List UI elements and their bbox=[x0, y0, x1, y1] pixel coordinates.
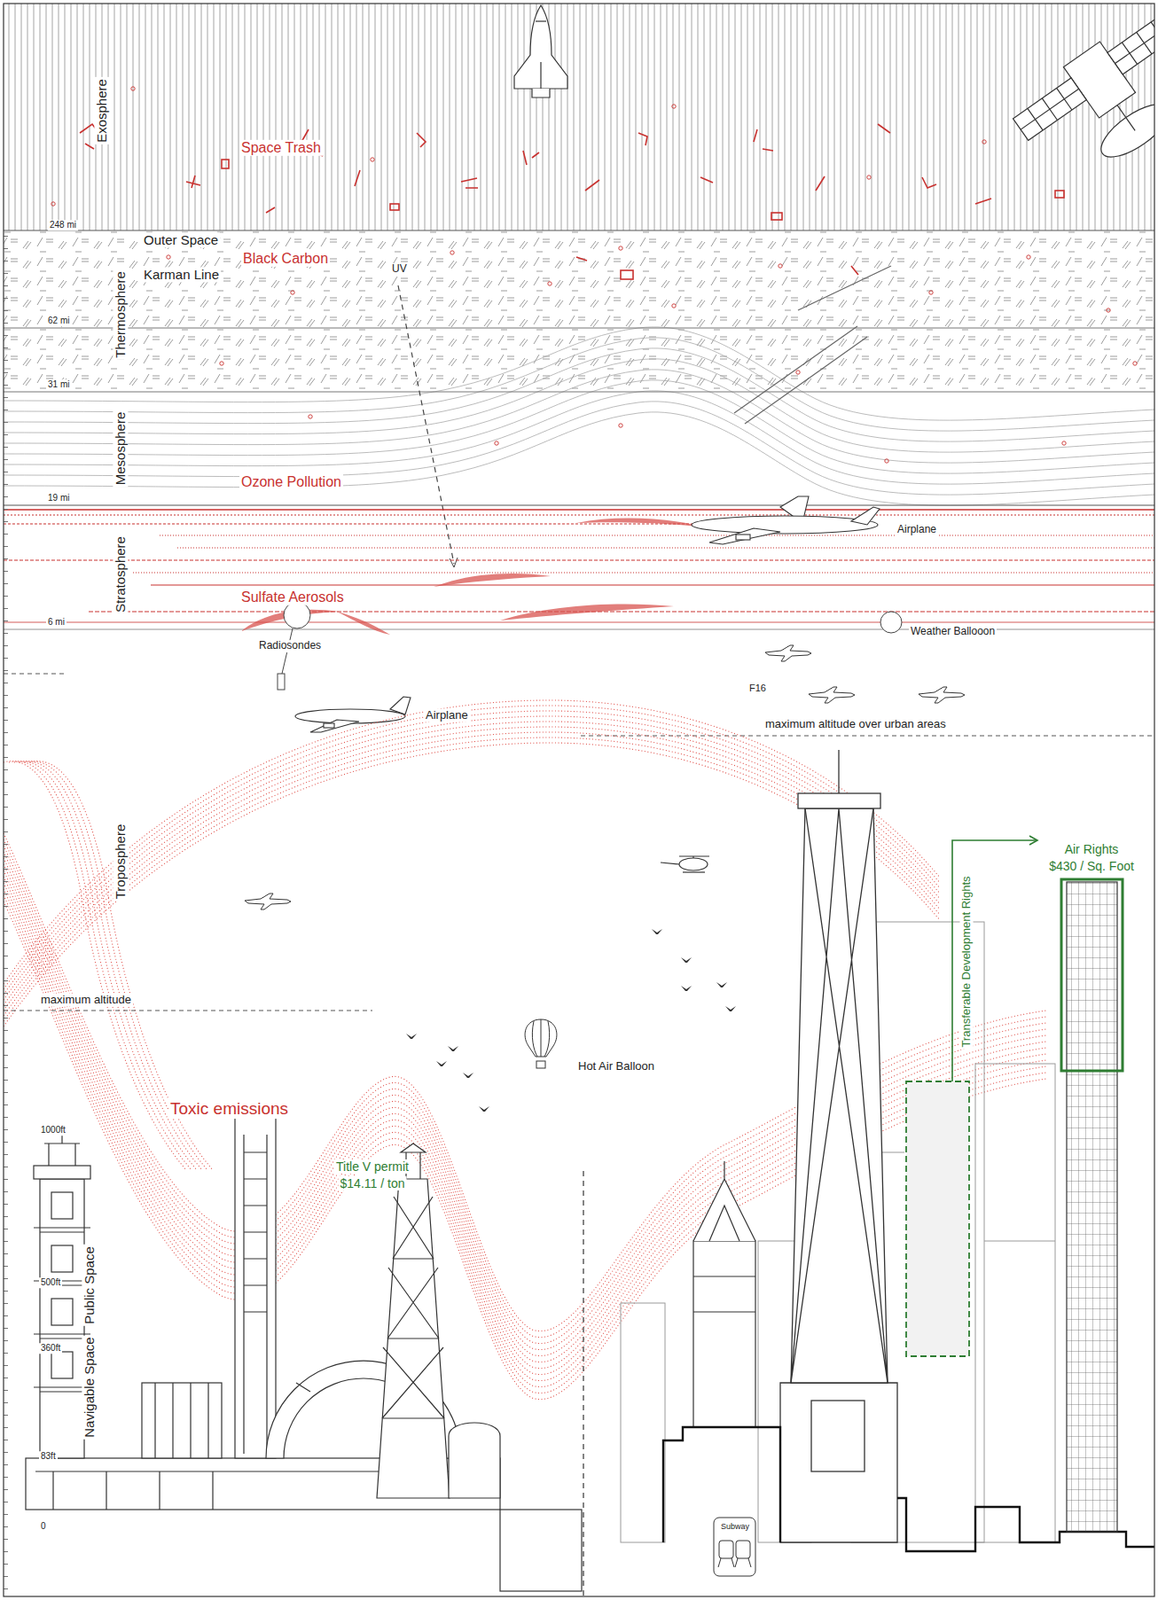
zone-name: Public Space bbox=[81, 1244, 97, 1327]
limit-label: maximum altitude bbox=[39, 993, 134, 1008]
air-rights-tower bbox=[1066, 882, 1118, 1533]
altitude-label: 248 mi bbox=[47, 219, 79, 231]
airplane-lower bbox=[295, 696, 411, 733]
radiation-label: UV bbox=[390, 263, 409, 276]
object-label: Hot Air Balloon bbox=[576, 1060, 657, 1074]
price-label: Title V permit bbox=[334, 1159, 411, 1174]
weather-balloon bbox=[880, 611, 902, 634]
pollutant-label: Toxic emissions bbox=[168, 1099, 290, 1119]
layer-name: Exosphere bbox=[93, 77, 110, 145]
particles bbox=[51, 86, 1137, 463]
airplane bbox=[691, 496, 880, 545]
height-label: 500ft bbox=[39, 1277, 63, 1289]
subway-label: Subway bbox=[719, 1522, 752, 1532]
air-rights-box bbox=[1061, 879, 1123, 1072]
layer-name: Stratosphere bbox=[112, 534, 128, 615]
object-label: Weather Ballooon bbox=[908, 625, 997, 639]
object-label: F16 bbox=[747, 682, 768, 695]
boundary-label: Outer Space bbox=[141, 232, 220, 248]
limit-label: maximum altitude over urban areas bbox=[763, 718, 948, 732]
height-label: 1000ft bbox=[39, 1125, 68, 1136]
development-rights-box bbox=[906, 1081, 970, 1357]
space-trash bbox=[79, 124, 1065, 280]
aerosol-swooshes bbox=[241, 518, 710, 635]
layer-name: Mesosphere bbox=[112, 410, 128, 488]
object-label: Airplane bbox=[895, 524, 939, 537]
zone-name: Navigable Space bbox=[81, 1335, 97, 1440]
height-label: 0 bbox=[39, 1521, 48, 1533]
satellite bbox=[1005, 3, 1155, 197]
altitude-label: 31 mi bbox=[46, 379, 71, 391]
object-label: Radiosondes bbox=[257, 640, 323, 653]
toxic-emission-waves bbox=[3, 700, 1047, 1401]
price-label: $430 / Sq. Foot bbox=[1047, 859, 1136, 874]
helicopter bbox=[660, 856, 710, 873]
industrial-structures bbox=[25, 1117, 582, 1592]
pollutant-label: Black Carbon bbox=[241, 250, 330, 267]
birds bbox=[406, 929, 736, 1112]
altitude-label: 62 mi bbox=[46, 315, 71, 327]
layer-name: Thermosphere bbox=[112, 269, 128, 360]
pollutant-label: Sulfate Aerosols bbox=[239, 589, 346, 606]
arrow-label: Transferable Development Rights bbox=[960, 874, 974, 1049]
layers bbox=[3, 3, 1155, 1597]
pyramid-building bbox=[693, 1161, 756, 1428]
subway-icon bbox=[713, 1517, 756, 1577]
boundary-label: Karman Line bbox=[141, 266, 221, 282]
hot-air-balloon bbox=[524, 1019, 557, 1069]
tower bbox=[780, 750, 898, 1543]
transfer-arrow bbox=[952, 840, 1038, 1082]
pollutant-label: Ozone Pollution bbox=[239, 474, 344, 491]
frame bbox=[3, 3, 1155, 1597]
layer-name: Troposphere bbox=[112, 822, 128, 902]
altitude-label: 19 mi bbox=[46, 492, 71, 504]
height-label: 83ft bbox=[39, 1451, 58, 1463]
height-label: 360ft bbox=[39, 1343, 63, 1354]
altitude-label: 6 mi bbox=[46, 617, 67, 628]
ozone-lines bbox=[3, 509, 1155, 623]
price-label: $14.11 / ton bbox=[338, 1176, 407, 1191]
price-label: Air Rights bbox=[1063, 842, 1121, 857]
object-label: Airplane bbox=[423, 709, 470, 723]
pollutant-label: Space Trash bbox=[239, 140, 323, 157]
space-shuttle bbox=[514, 5, 568, 98]
